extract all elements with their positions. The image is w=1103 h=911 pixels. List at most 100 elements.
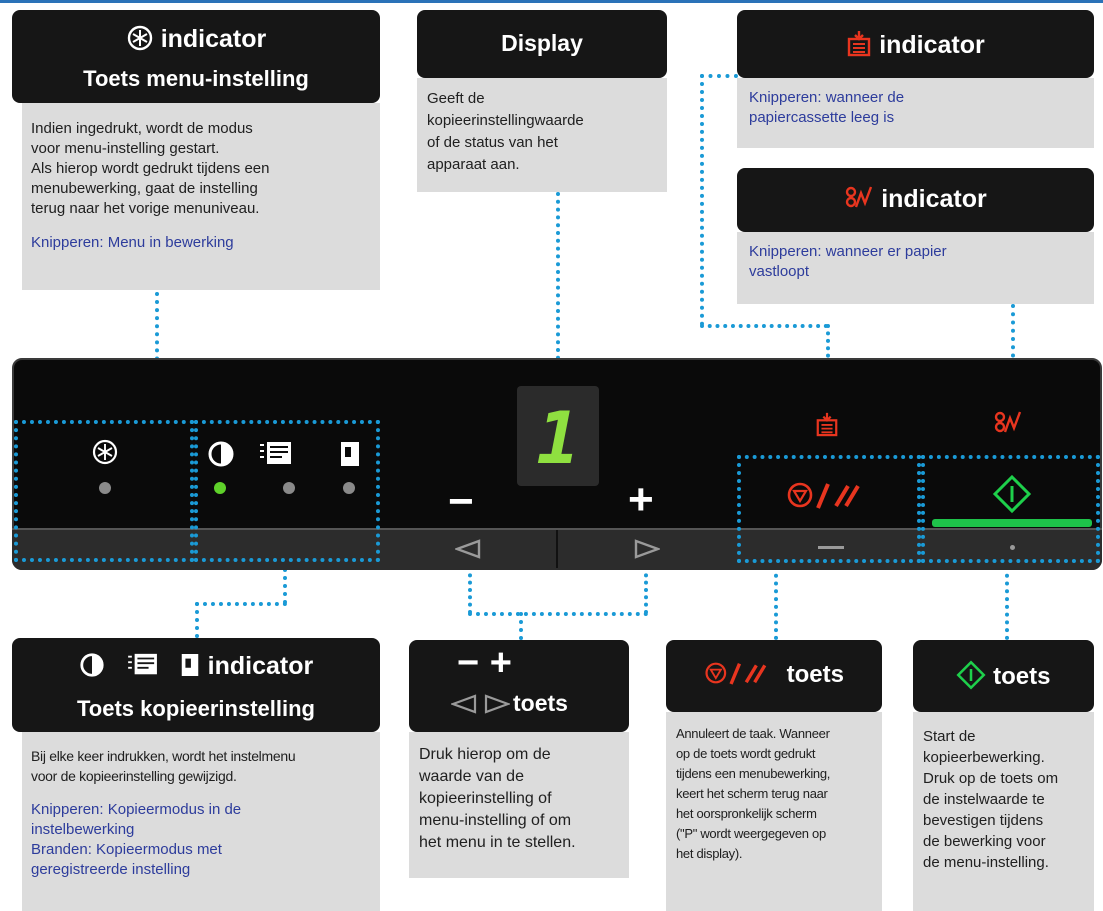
jam-callout-line: vastloopt bbox=[749, 263, 810, 280]
paper-callout-line: papiercassette leeg is bbox=[749, 109, 895, 126]
jam-callout-header: indicator bbox=[737, 168, 1094, 232]
display-callout-title: Display bbox=[501, 30, 583, 56]
start-callout-line: de bewerking voor bbox=[923, 833, 1046, 850]
stop-callout-line: het oorspronkelijk scherm bbox=[676, 806, 817, 821]
stop-callout-title: toets bbox=[786, 661, 844, 688]
connector-paper-h1 bbox=[700, 74, 738, 78]
paper-callout-line: Knipperen: wanneer de bbox=[749, 89, 905, 106]
start-icon bbox=[956, 660, 987, 690]
stop-clear-icon bbox=[705, 662, 767, 685]
menu-callout-line: menubewerking, gaat de instelling bbox=[31, 180, 258, 197]
start-callout-title: toets bbox=[993, 663, 1051, 690]
connector-start bbox=[1005, 566, 1009, 640]
copy-setting-highlight bbox=[194, 420, 380, 562]
copy-callout-body: Bij elke keer indrukken, wordt het inste… bbox=[22, 732, 380, 911]
plus-label: + bbox=[628, 475, 654, 524]
start-callout-header: toets bbox=[913, 640, 1094, 712]
display-callout-line: of de status van het bbox=[427, 134, 558, 151]
connector-copy-h bbox=[195, 602, 287, 606]
copy-count-icon bbox=[181, 654, 198, 676]
display-digit: 1 bbox=[536, 396, 580, 480]
stop-key-mark bbox=[818, 546, 844, 549]
copy-callout-header: indicator Toets kopieerinstelling bbox=[12, 638, 380, 732]
paper-jam-icon bbox=[846, 186, 873, 208]
menu-callout-line: terug naar het vorige menuniveau. bbox=[31, 200, 260, 217]
minus-button[interactable] bbox=[432, 530, 556, 568]
connector-jam bbox=[1011, 304, 1015, 374]
start-callout-line: kopieerbewerking. bbox=[923, 749, 1045, 766]
menu-key-highlight bbox=[14, 420, 194, 562]
right-triangle-icon bbox=[484, 694, 510, 714]
menu-star-icon[interactable] bbox=[91, 438, 119, 466]
left-triangle-icon bbox=[455, 539, 481, 559]
paper-callout-header: indicator bbox=[737, 10, 1094, 78]
display-callout-line: kopieerinstellingwaarde bbox=[427, 112, 584, 129]
plusminus-callout-line: het menu in te stellen. bbox=[419, 834, 576, 851]
copy-callout-note: geregistreerde instelling bbox=[31, 861, 191, 878]
paper-callout-body: Knipperen: wanneer de papiercassette lee… bbox=[737, 78, 1094, 148]
display-callout-line: apparaat aan. bbox=[427, 156, 520, 173]
document-mode-led bbox=[283, 482, 295, 494]
connector-menu bbox=[155, 292, 159, 417]
menu-callout-blink-note: Knipperen: Menu in bewerking bbox=[31, 234, 234, 251]
contrast-icon[interactable] bbox=[207, 440, 235, 468]
contrast-led bbox=[214, 482, 226, 494]
display-callout-header: Display bbox=[417, 10, 667, 78]
display-callout-body: Geeft de kopieerinstellingwaarde of de s… bbox=[417, 78, 667, 192]
display-callout-line: Geeft de bbox=[427, 90, 485, 107]
plusminus-callout-header: − + toets bbox=[409, 640, 629, 732]
stop-callout-line: keert het scherm terug naar bbox=[676, 786, 828, 801]
start-key-mark bbox=[1010, 545, 1015, 550]
connector-minus bbox=[468, 566, 472, 614]
menu-star-icon bbox=[127, 25, 152, 51]
start-callout-body: Start de kopieerbewerking. Druk op de to… bbox=[913, 712, 1094, 911]
plusminus-callout-line: kopieerinstelling of bbox=[419, 790, 552, 807]
top-border bbox=[0, 0, 1103, 3]
paper-callout-title: indicator bbox=[879, 31, 985, 59]
plus-button[interactable] bbox=[560, 530, 684, 568]
left-triangle-icon bbox=[451, 694, 477, 714]
minus-label: − bbox=[448, 477, 474, 526]
stop-callout-line: op de toets wordt gedrukt bbox=[676, 746, 816, 761]
copy-callout-line: Bij elke keer indrukken, wordt het inste… bbox=[31, 748, 296, 764]
plusminus-callout-line: Druk hierop om de bbox=[419, 746, 551, 763]
menu-callout-line: voor menu-instelling gestart. bbox=[31, 140, 220, 157]
contrast-icon bbox=[80, 653, 104, 677]
copy-callout-line: voor de kopieerinstelling gewijzigd. bbox=[31, 768, 237, 784]
start-icon[interactable] bbox=[992, 474, 1032, 514]
plusminus-callout-line: waarde van de bbox=[419, 768, 524, 785]
menu-callout-header: indicator Toets menu-instelling bbox=[12, 10, 380, 103]
connector-copy-v1 bbox=[283, 560, 287, 604]
stop-callout-line: Annuleert de taak. Wanneer bbox=[676, 726, 830, 741]
jam-callout-body: Knipperen: wanneer er papier vastloopt bbox=[737, 232, 1094, 304]
connector-paper-v1 bbox=[700, 74, 704, 326]
copy-callout-note: Branden: Kopieermodus met bbox=[31, 841, 222, 858]
paper-empty-icon bbox=[816, 412, 838, 437]
stop-clear-icon[interactable] bbox=[786, 480, 876, 510]
copy-callout-subtitle: Toets kopieerinstelling bbox=[77, 696, 315, 721]
start-key-highlight bbox=[921, 455, 1100, 563]
connector-display bbox=[556, 192, 560, 360]
start-callout-line: Druk op de toets om bbox=[923, 770, 1059, 787]
menu-callout-line: Indien ingedrukt, wordt de modus bbox=[31, 120, 253, 137]
stop-key-highlight bbox=[737, 455, 921, 563]
start-key-green-bar bbox=[932, 519, 1092, 527]
menu-led bbox=[99, 482, 111, 494]
copy-callout-note: Knipperen: Kopieermodus in de bbox=[31, 801, 242, 818]
plusminus-callout-title: toets bbox=[513, 690, 568, 716]
connector-stop bbox=[774, 566, 778, 640]
stop-callout-body: Annuleert de taak. Wanneer op de toets w… bbox=[666, 712, 882, 911]
start-callout-line: bevestigen tijdens bbox=[923, 812, 1044, 829]
paper-jam-icon bbox=[994, 411, 1022, 433]
seven-segment-display: 1 bbox=[517, 386, 599, 486]
jam-callout-title: indicator bbox=[881, 185, 987, 213]
copy-count-icon[interactable] bbox=[338, 440, 362, 468]
plusminus-symbols: − + bbox=[457, 642, 512, 684]
copy-callout-note: instelbewerking bbox=[31, 821, 135, 838]
menu-callout-body: Indien ingedrukt, wordt de modus voor me… bbox=[22, 103, 380, 290]
plusminus-callout-line: menu-instelling of om bbox=[419, 812, 572, 829]
start-callout-line: Start de bbox=[923, 728, 976, 745]
document-mode-icon[interactable] bbox=[258, 440, 294, 468]
stop-callout-line: ("P" wordt weergegeven op bbox=[676, 826, 826, 841]
connector-paper-h2 bbox=[700, 324, 828, 328]
